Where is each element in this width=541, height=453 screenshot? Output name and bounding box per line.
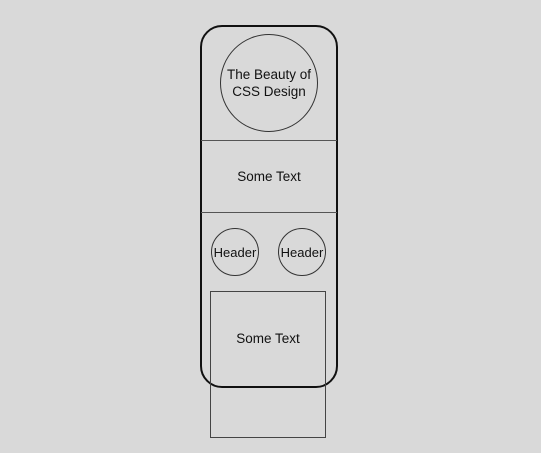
box-text: Some Text bbox=[236, 330, 300, 346]
top-divider bbox=[201, 140, 337, 141]
bottom-divider bbox=[201, 212, 337, 213]
hero-title: The Beauty of CSS Design bbox=[226, 67, 312, 99]
header-circle-left: Header bbox=[211, 228, 259, 276]
header-label-right: Header bbox=[280, 244, 324, 260]
header-circle-right: Header bbox=[278, 228, 326, 276]
overflow-box bbox=[210, 291, 326, 438]
header-label-left: Header bbox=[213, 244, 257, 260]
rounded-card-outline bbox=[200, 25, 338, 388]
band-text: Some Text bbox=[237, 169, 301, 184]
box-text-area: Some Text bbox=[210, 291, 326, 385]
hero-circle: The Beauty of CSS Design bbox=[220, 34, 318, 132]
middle-band: Some Text bbox=[201, 141, 337, 212]
